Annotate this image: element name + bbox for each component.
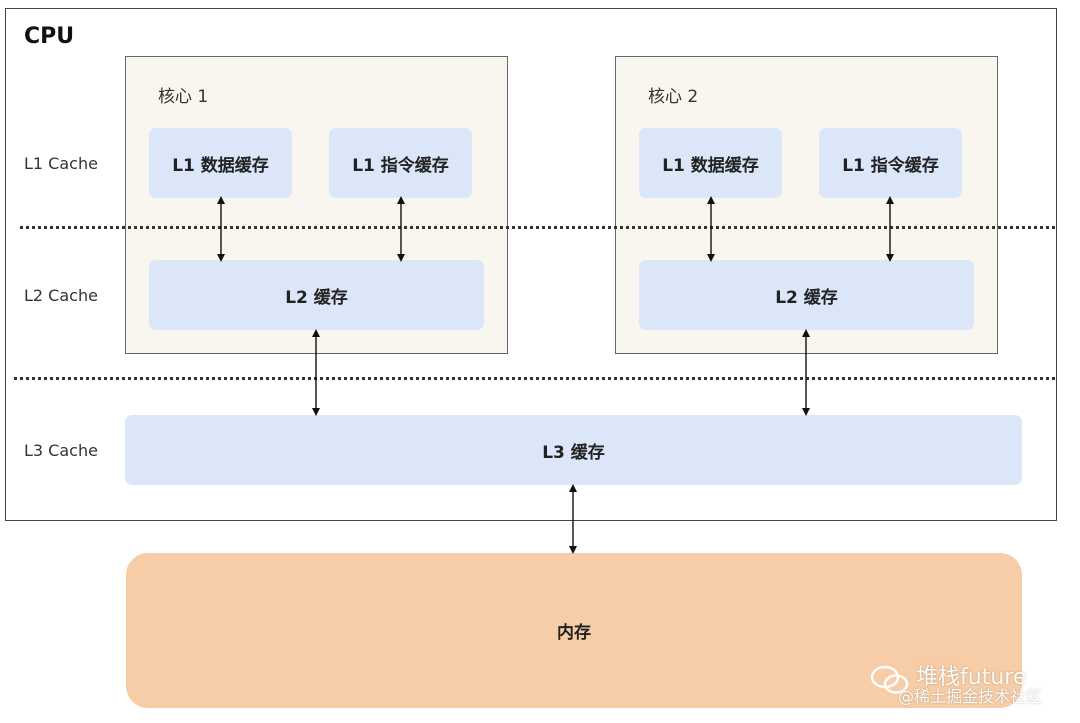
l2-l3-separator: [14, 377, 1055, 380]
memory-label: 内存: [557, 623, 591, 643]
watermark-sub: @稀土掘金技术社区: [898, 687, 1043, 706]
l3-cache-label: L3 Cache: [24, 441, 98, 460]
core-2-l1-data-label: L1 数据缓存: [662, 155, 759, 176]
l3-cache: L3 缓存: [125, 415, 1022, 485]
core-2-l2-label: L2 缓存: [775, 287, 838, 308]
l2-cache-label: L2 Cache: [24, 286, 98, 305]
core-2-l1-instruction-cache: L1 指令缓存: [819, 128, 962, 198]
cpu-label: CPU: [24, 24, 75, 49]
core-1-l1-instruction-cache: L1 指令缓存: [329, 128, 472, 198]
l1-cache-label: L1 Cache: [24, 154, 98, 173]
l1-l2-separator: [20, 226, 1055, 229]
core-2-l2-cache: L2 缓存: [639, 260, 974, 330]
wechat-icon: [870, 665, 909, 694]
l3-label: L3 缓存: [542, 442, 605, 463]
core-1-l1-instruction-label: L1 指令缓存: [352, 155, 449, 176]
core-1-title: 核心 1: [158, 87, 209, 107]
core-2-l1-instruction-label: L1 指令缓存: [842, 155, 939, 176]
core-2-l1-data-cache: L1 数据缓存: [639, 128, 782, 198]
core-2-title: 核心 2: [648, 87, 699, 107]
core-1-l2-label: L2 缓存: [285, 287, 348, 308]
core-1-l1-data-label: L1 数据缓存: [172, 155, 269, 176]
core-1-l2-cache: L2 缓存: [149, 260, 484, 330]
core-1-l1-data-cache: L1 数据缓存: [149, 128, 292, 198]
watermark-main: 堆栈future: [916, 665, 1027, 690]
